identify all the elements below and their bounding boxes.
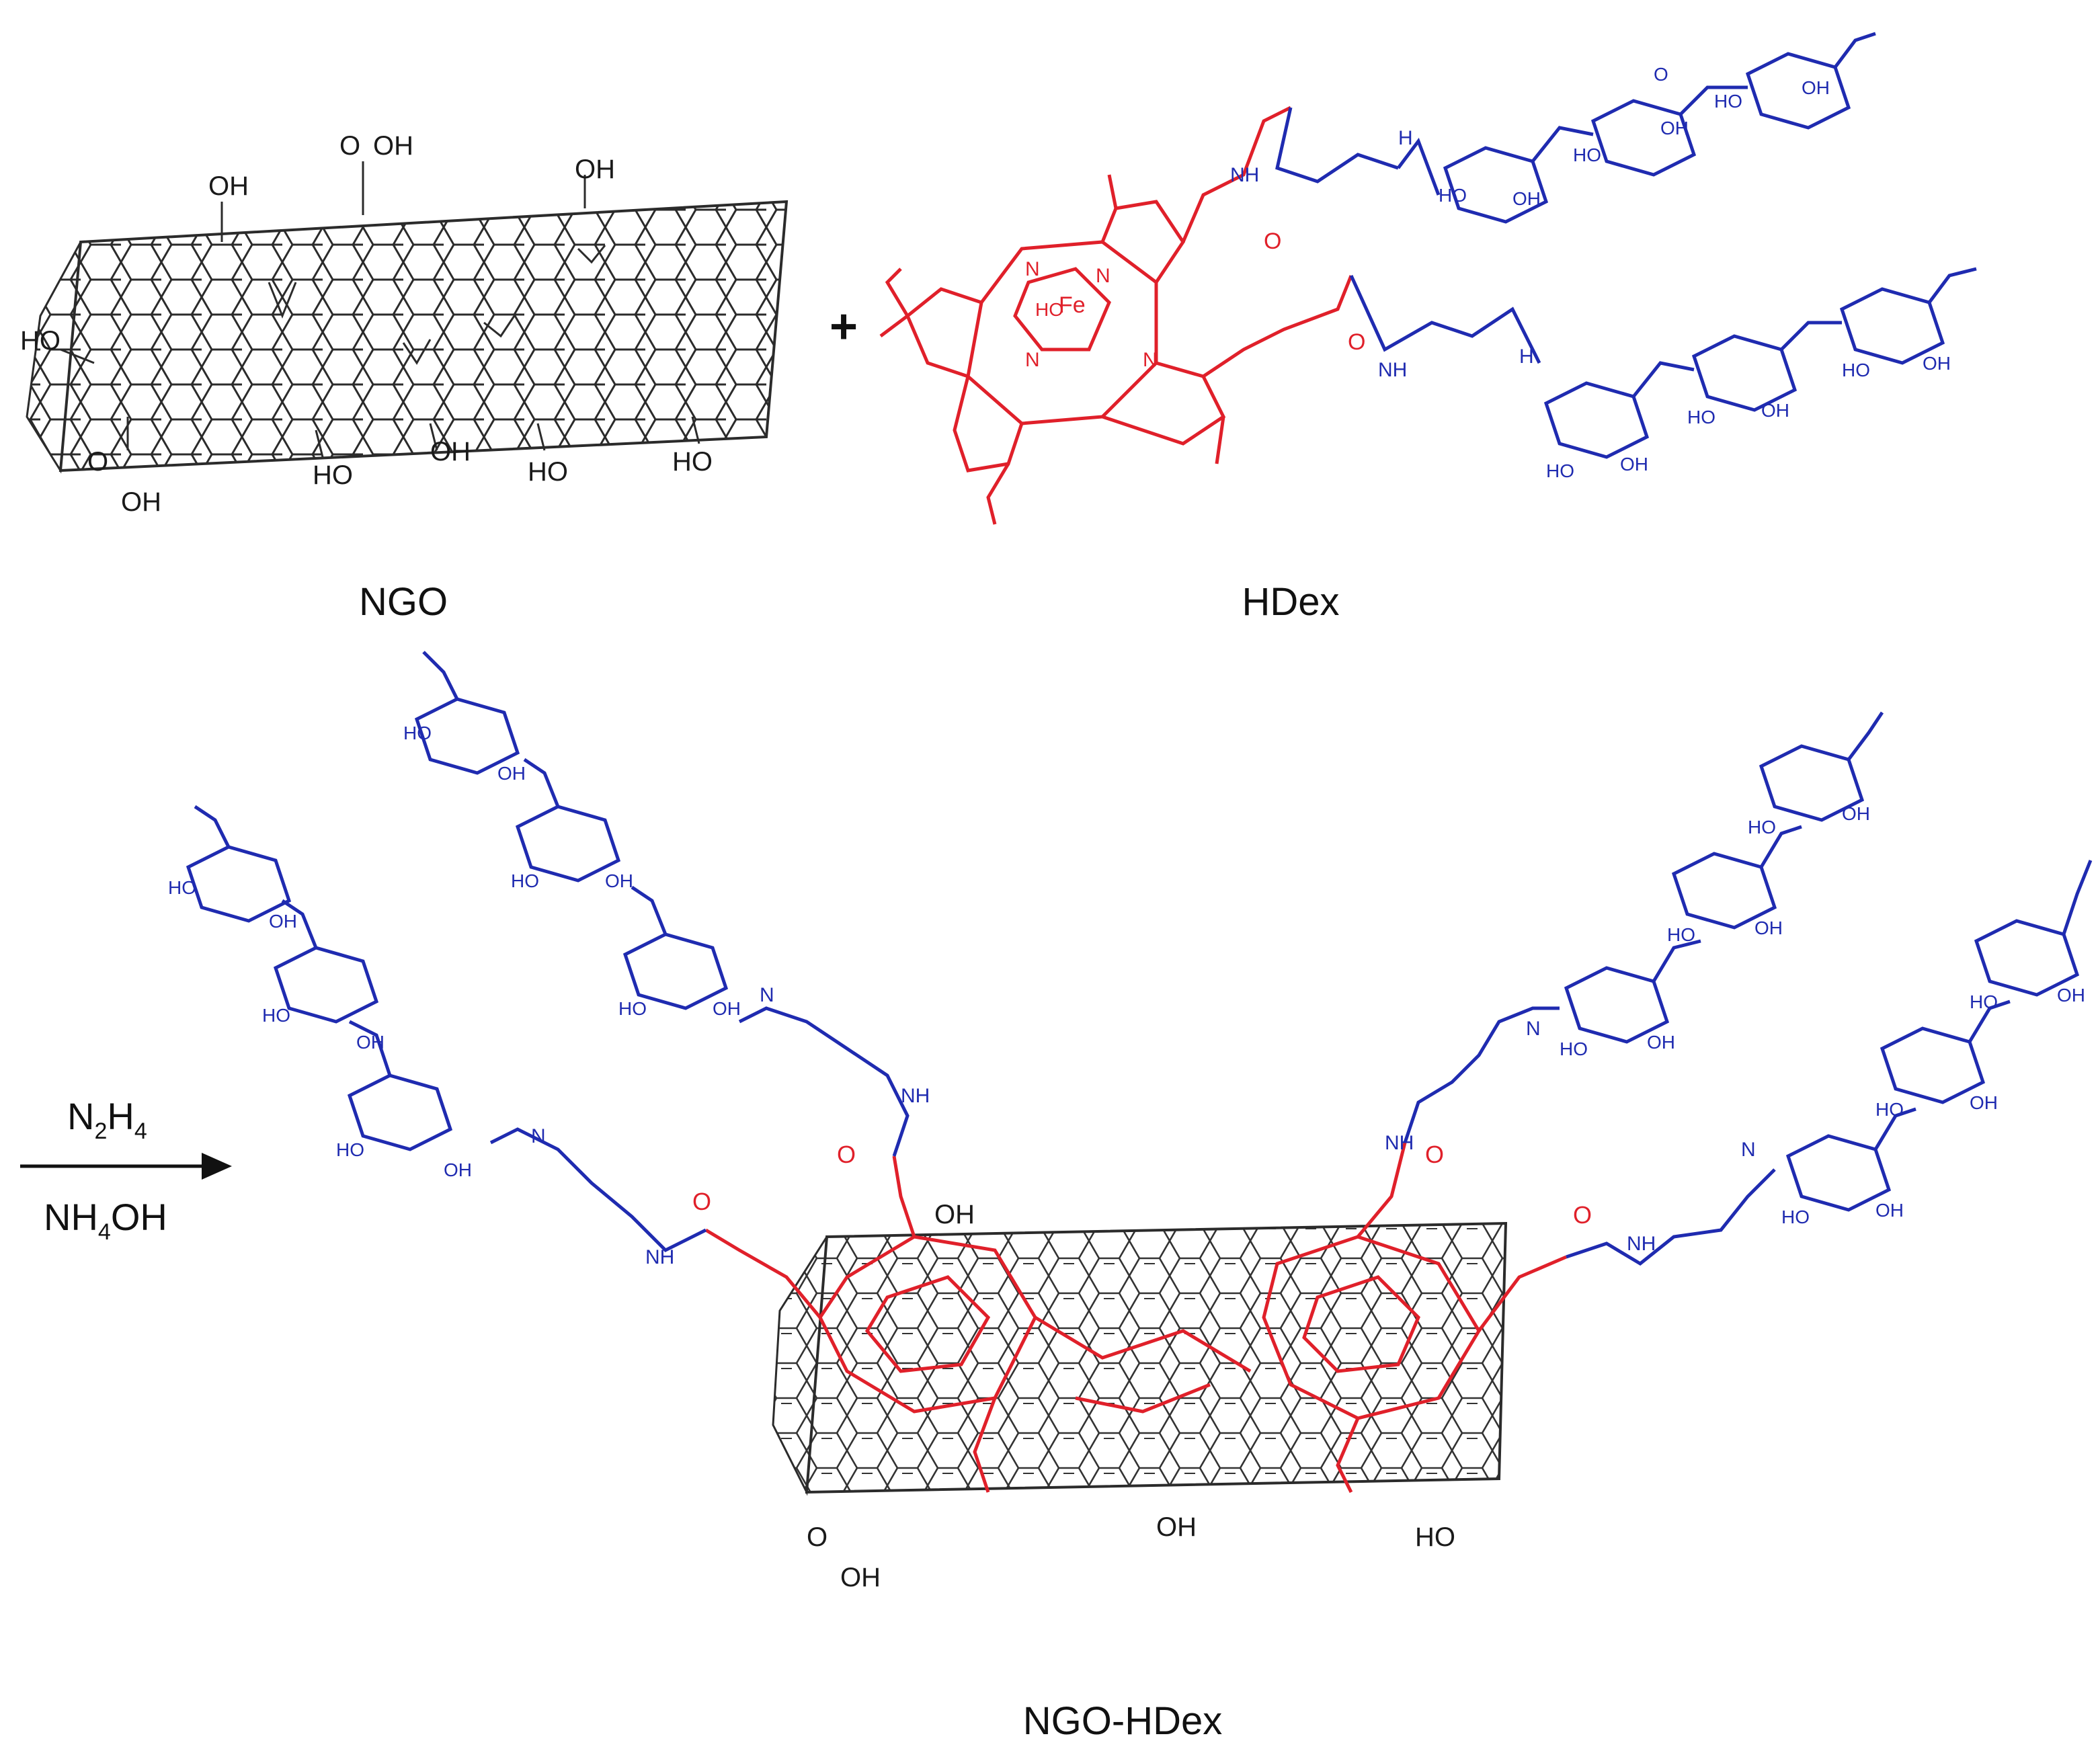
product-dextran-right-inner xyxy=(1403,711,1884,1143)
ngo-hdex-caption: NGO-HDex xyxy=(1023,1699,1222,1743)
product-oh-label-2: OH xyxy=(1156,1512,1197,1542)
product-n-left-inner: N xyxy=(760,984,774,1006)
product-dextran-right-outer xyxy=(1566,860,2093,1266)
hdex-h-label-1: H xyxy=(1398,127,1413,149)
hdex-ho-upper-3: HO xyxy=(1714,91,1742,112)
product-oh-ro-3: OH xyxy=(2057,985,2085,1006)
hdex-n-label-1: N xyxy=(1025,258,1040,280)
product-ho-li-3: HO xyxy=(618,998,647,1019)
ngo-oh-label: OH xyxy=(208,171,249,201)
product-n-right-outer: N xyxy=(1741,1139,1756,1161)
ngo-structure: OH O OH OH HO O OH HO OH HO HO xyxy=(20,131,789,517)
hdex-ho-lower-2: HO xyxy=(1687,407,1715,427)
product-n-right-inner: N xyxy=(1526,1018,1541,1040)
reaction-arrow xyxy=(20,1153,232,1180)
ngo-cooh-label-2: OH xyxy=(121,487,161,517)
product-oh-lo-3: OH xyxy=(444,1159,472,1180)
ngo-ho-label-4: HO xyxy=(672,447,713,477)
ngo-cooh-o-label-2: O xyxy=(87,447,108,477)
product-n-left-outer: N xyxy=(531,1125,546,1147)
product-cooh-o-label: O xyxy=(807,1522,827,1552)
product-oh-ri-1: OH xyxy=(1647,1032,1675,1053)
hdex-o-label-2: O xyxy=(1348,329,1365,355)
product-ho-li-1: HO xyxy=(403,723,432,743)
product-nh-right-outer: NH xyxy=(1627,1233,1656,1255)
hdex-oh-upper-1: OH xyxy=(1512,188,1541,209)
dextran-chain-upper xyxy=(1275,32,1876,224)
hdex-o-label-1: O xyxy=(1264,229,1281,254)
hdex-fe-label: Fe xyxy=(1059,292,1086,318)
ngo-graphene-sheet xyxy=(58,200,789,473)
product-ho-ri-3: HO xyxy=(1748,817,1776,838)
product-oh-ro-2: OH xyxy=(1970,1092,1998,1113)
product-ho-ro-2: HO xyxy=(1875,1099,1904,1120)
product-oh-label-1: OH xyxy=(934,1200,975,1229)
hdex-ho-upper-1: HO xyxy=(1439,185,1467,206)
product-nh-left-outer: NH xyxy=(645,1246,674,1268)
hdex-n-label-2: N xyxy=(1096,265,1110,287)
hdex-oh-lower-3: OH xyxy=(1923,353,1951,374)
hdex-oh-lower-2: OH xyxy=(1761,400,1789,421)
product-oh-li-1: OH xyxy=(497,763,526,784)
product-o-label-4: O xyxy=(1573,1201,1592,1229)
hdex-n-label-3: N xyxy=(1025,349,1040,371)
hdex-oh-upper-3: OH xyxy=(1802,77,1830,98)
hdex-h-label-2: H xyxy=(1519,345,1534,368)
product-oh-lo-1: OH xyxy=(269,911,297,932)
product-ho-lo-1: HO xyxy=(168,877,196,898)
hdex-n-label-4: N xyxy=(1143,349,1158,371)
hdex-structure: Fe N N N N HO O O NH H HO OH HO OH HO OH… xyxy=(879,32,1977,525)
hdex-o-upper-1: O xyxy=(1654,64,1668,85)
hdex-oh-lower-1: OH xyxy=(1620,454,1648,475)
product-ho-ri-2: HO xyxy=(1667,924,1695,945)
hdex-nh-label-2: NH xyxy=(1378,359,1407,381)
product-o-label-2: O xyxy=(692,1188,711,1215)
ngo-ho-label-3: HO xyxy=(528,457,568,487)
reagent-top: N2H4 xyxy=(67,1095,147,1144)
product-cooh-label: OH xyxy=(840,1563,881,1592)
reagent-bottom: NH4OH xyxy=(44,1196,167,1245)
product-ho-ro-1: HO xyxy=(1781,1207,1810,1227)
ngo-caption: NGO xyxy=(359,580,448,624)
hdex-nh-label-1: NH xyxy=(1230,164,1259,186)
product-oh-li-3: OH xyxy=(713,998,741,1019)
product-ho-label: HO xyxy=(1415,1522,1455,1552)
product-ho-li-2: HO xyxy=(511,870,539,891)
ngo-cooh-o-label: O xyxy=(339,131,360,161)
product-oh-ri-3: OH xyxy=(1842,803,1870,824)
product-o-label-1: O xyxy=(837,1141,856,1168)
ngo-oh-label-3: OH xyxy=(430,437,471,466)
product-oh-ro-1: OH xyxy=(1875,1200,1904,1221)
ngo-cooh-label: OH xyxy=(373,131,413,161)
product-ho-ro-3: HO xyxy=(1970,991,1998,1012)
product-ho-lo-3: HO xyxy=(336,1139,364,1160)
product-porphyrin-overlay xyxy=(704,1142,1567,1494)
hdex-ho-lower-3: HO xyxy=(1842,360,1870,380)
product-oh-li-2: OH xyxy=(605,870,633,891)
product-ho-lo-2: HO xyxy=(262,1005,290,1026)
product-oh-lo-2: OH xyxy=(356,1032,385,1053)
hdex-oh-label: HO xyxy=(1035,299,1063,320)
ngo-oh-label-2: OH xyxy=(575,155,615,184)
plus-sign: + xyxy=(830,300,858,354)
hdex-ho-upper-2: HO xyxy=(1573,145,1601,165)
product-nh-right-inner: NH xyxy=(1385,1132,1414,1154)
product-dextran-left-outer xyxy=(186,805,707,1253)
product-ho-ri-1: HO xyxy=(1560,1038,1588,1059)
ngo-ho-label-2: HO xyxy=(313,460,353,490)
ngo-ho-label: HO xyxy=(20,326,60,356)
product-o-label-3: O xyxy=(1425,1141,1444,1168)
product-nh-left-inner: NH xyxy=(901,1085,930,1107)
hdex-oh-upper-2: OH xyxy=(1660,118,1689,138)
product-oh-ri-2: OH xyxy=(1754,917,1783,938)
hdex-ho-lower-1: HO xyxy=(1546,460,1574,481)
dextran-chain-lower xyxy=(1349,267,1977,459)
hdex-caption: HDex xyxy=(1242,580,1339,624)
ngo-hdex-structure: OH O OH OH HO O O O O NH N HO OH HO OH H… xyxy=(168,651,2093,1592)
porphyrin-core xyxy=(879,106,1353,525)
product-dextran-left-inner xyxy=(414,651,910,1157)
